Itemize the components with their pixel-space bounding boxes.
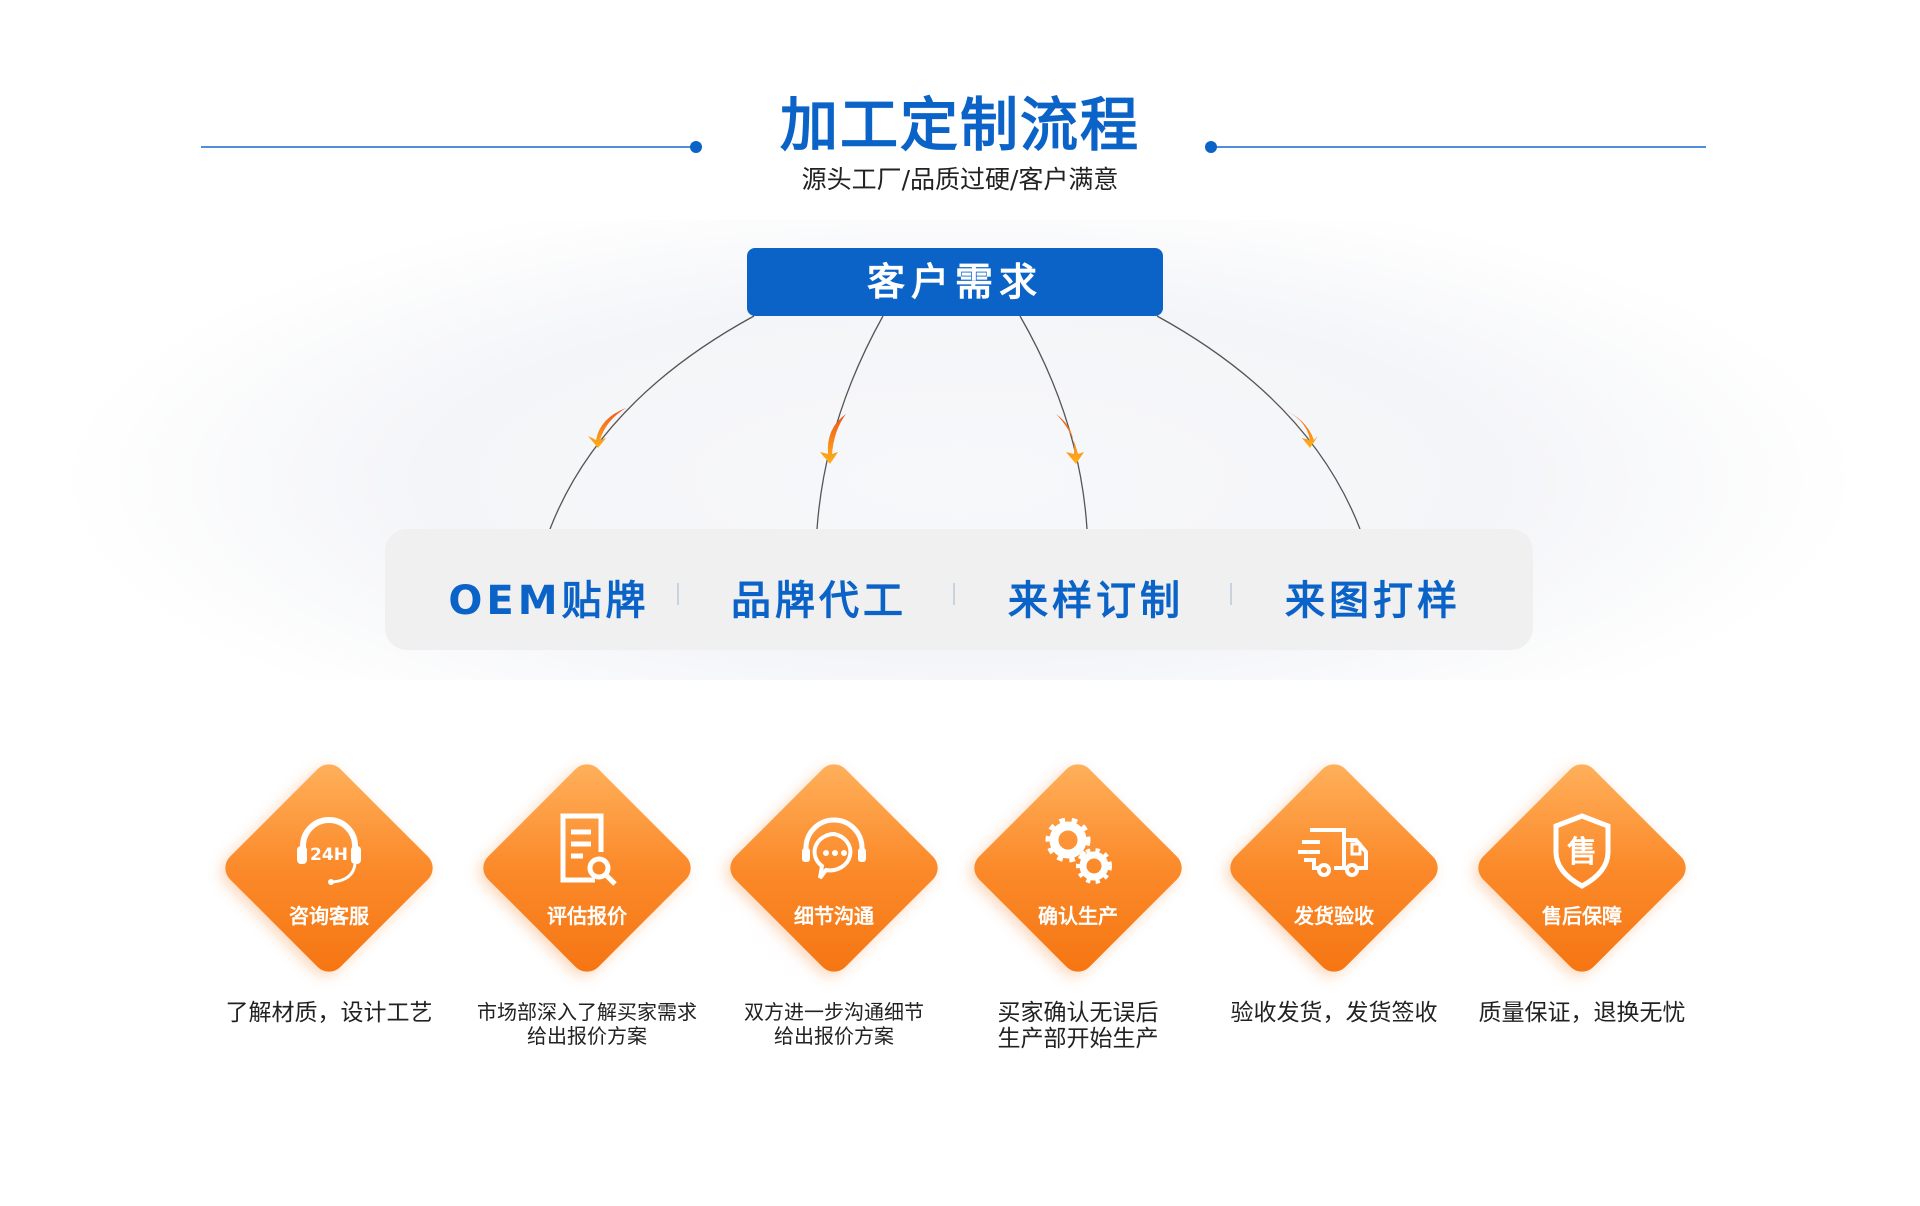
- title-line-right: [1212, 146, 1706, 148]
- document-search-icon: [560, 813, 617, 886]
- service-brand-oem: 品牌代工: [731, 578, 907, 624]
- arrow-icon: [820, 414, 846, 464]
- title-dot-left: [690, 141, 702, 153]
- step-label: 售后保障: [1542, 904, 1622, 928]
- service-drawing-sample: 来图打样: [1285, 578, 1461, 624]
- step-confirm-production: 确认生产: [967, 757, 1189, 979]
- page-title: 加工定制流程: [779, 91, 1140, 159]
- page-subtitle: 源头工厂/品质过硬/客户满意: [801, 165, 1119, 194]
- divider: [677, 583, 679, 605]
- title-dot-right: [1205, 141, 1217, 153]
- service-sample-custom: 来样订制: [1008, 578, 1184, 624]
- step-description: 质量保证，退换无忧: [1478, 1000, 1686, 1026]
- step-consult: 24H 咨询客服: [218, 757, 440, 979]
- truck-icon: [1298, 828, 1368, 877]
- chat-headset-icon: [802, 817, 866, 880]
- connector-line: [816, 315, 884, 530]
- shield-icon: 售: [1553, 813, 1611, 889]
- connector-line: [1019, 315, 1088, 530]
- step-after-sales: 售 售后保障: [1471, 757, 1693, 979]
- connector-line: [1156, 315, 1361, 530]
- step-description: 了解材质，设计工艺: [225, 1000, 433, 1026]
- arrow-icon: [1056, 414, 1084, 464]
- step-communicate: 细节沟通: [723, 757, 945, 979]
- step-description: 验收发货，发货签收: [1230, 1000, 1438, 1026]
- connector-line: [549, 315, 755, 530]
- step-label: 确认生产: [1038, 904, 1118, 928]
- step-quote: 评估报价: [476, 757, 698, 979]
- divider: [1230, 583, 1232, 605]
- services-panel: [385, 529, 1533, 650]
- title-line-left: [201, 146, 695, 148]
- step-label: 细节沟通: [794, 904, 874, 928]
- divider: [953, 583, 955, 605]
- step-label: 咨询客服: [289, 904, 369, 928]
- step-description: 买家确认无误后生产部开始生产: [997, 1000, 1159, 1052]
- svg-text:24H: 24H: [310, 845, 348, 865]
- headset-24h-icon: 24H: [297, 817, 361, 885]
- step-label: 评估报价: [547, 904, 627, 928]
- step-description: 市场部深入了解买家需求给出报价方案: [477, 1000, 697, 1048]
- connector-curves: [549, 315, 1361, 530]
- service-oem: OEM贴牌: [448, 578, 650, 624]
- customer-demand-box: 客户需求: [747, 248, 1163, 316]
- step-description: 双方进一步沟通细节给出报价方案: [744, 1000, 924, 1048]
- arrow-icon: [588, 408, 626, 448]
- svg-text:售: 售: [1567, 835, 1597, 870]
- step-label: 发货验收: [1294, 904, 1374, 928]
- gears-icon: [1045, 817, 1112, 884]
- step-delivery: 发货验收: [1223, 757, 1445, 979]
